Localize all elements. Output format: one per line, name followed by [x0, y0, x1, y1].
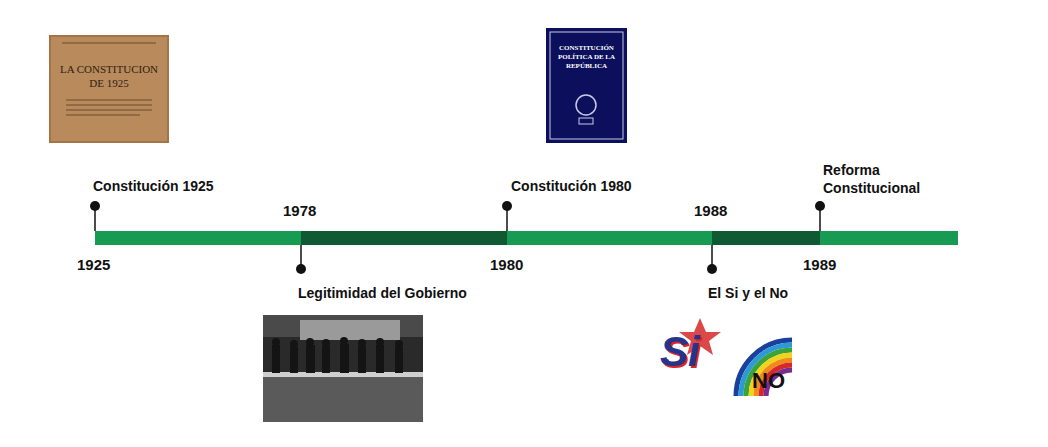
- book-cover-frame: [550, 32, 623, 139]
- book-text-line: [66, 115, 140, 116]
- year-label: 1988: [694, 202, 727, 219]
- book-title: CONSTITUCIÓN POLÍTICA DE LA REPÚBLICA: [553, 44, 620, 71]
- year-label: 1989: [803, 256, 836, 273]
- photo-banner: [300, 320, 400, 340]
- book-text-line: [66, 105, 152, 106]
- logo-word: Si: [660, 328, 700, 376]
- timeline-segment: [301, 231, 507, 245]
- timeline-segment: [712, 231, 820, 245]
- no-rainbow: [736, 340, 792, 396]
- event-label: Reforma Constitucional: [823, 161, 953, 197]
- event-label: Constitución 1980: [511, 178, 632, 194]
- book-text-line: [66, 110, 152, 111]
- event-label: El Si y el No: [708, 285, 788, 301]
- timeline-bar: [95, 231, 958, 245]
- photo-stage: [263, 375, 423, 422]
- event-label: Constitución 1925: [93, 178, 214, 194]
- book-cover-edge: [50, 36, 168, 142]
- coat-of-arms: [576, 95, 596, 115]
- logo-word: NO: [752, 368, 785, 394]
- event-photo: [263, 315, 423, 422]
- book-title: LA CONSTITUCION DE 1925: [58, 62, 160, 90]
- year-label: 1980: [490, 256, 523, 273]
- event-label: Legitimidad del Gobierno: [298, 285, 467, 301]
- book-cover-1980: [546, 28, 627, 143]
- book-author-line: [62, 43, 156, 44]
- book-text-line: [66, 100, 152, 101]
- book-cover-1925: [50, 36, 168, 142]
- coat-of-arms: [579, 118, 593, 124]
- photo-people: [272, 337, 403, 373]
- year-label: 1978: [283, 202, 316, 219]
- logo-ground: [654, 313, 803, 397]
- year-label: 1925: [77, 256, 110, 273]
- marker-dots: [90, 201, 825, 274]
